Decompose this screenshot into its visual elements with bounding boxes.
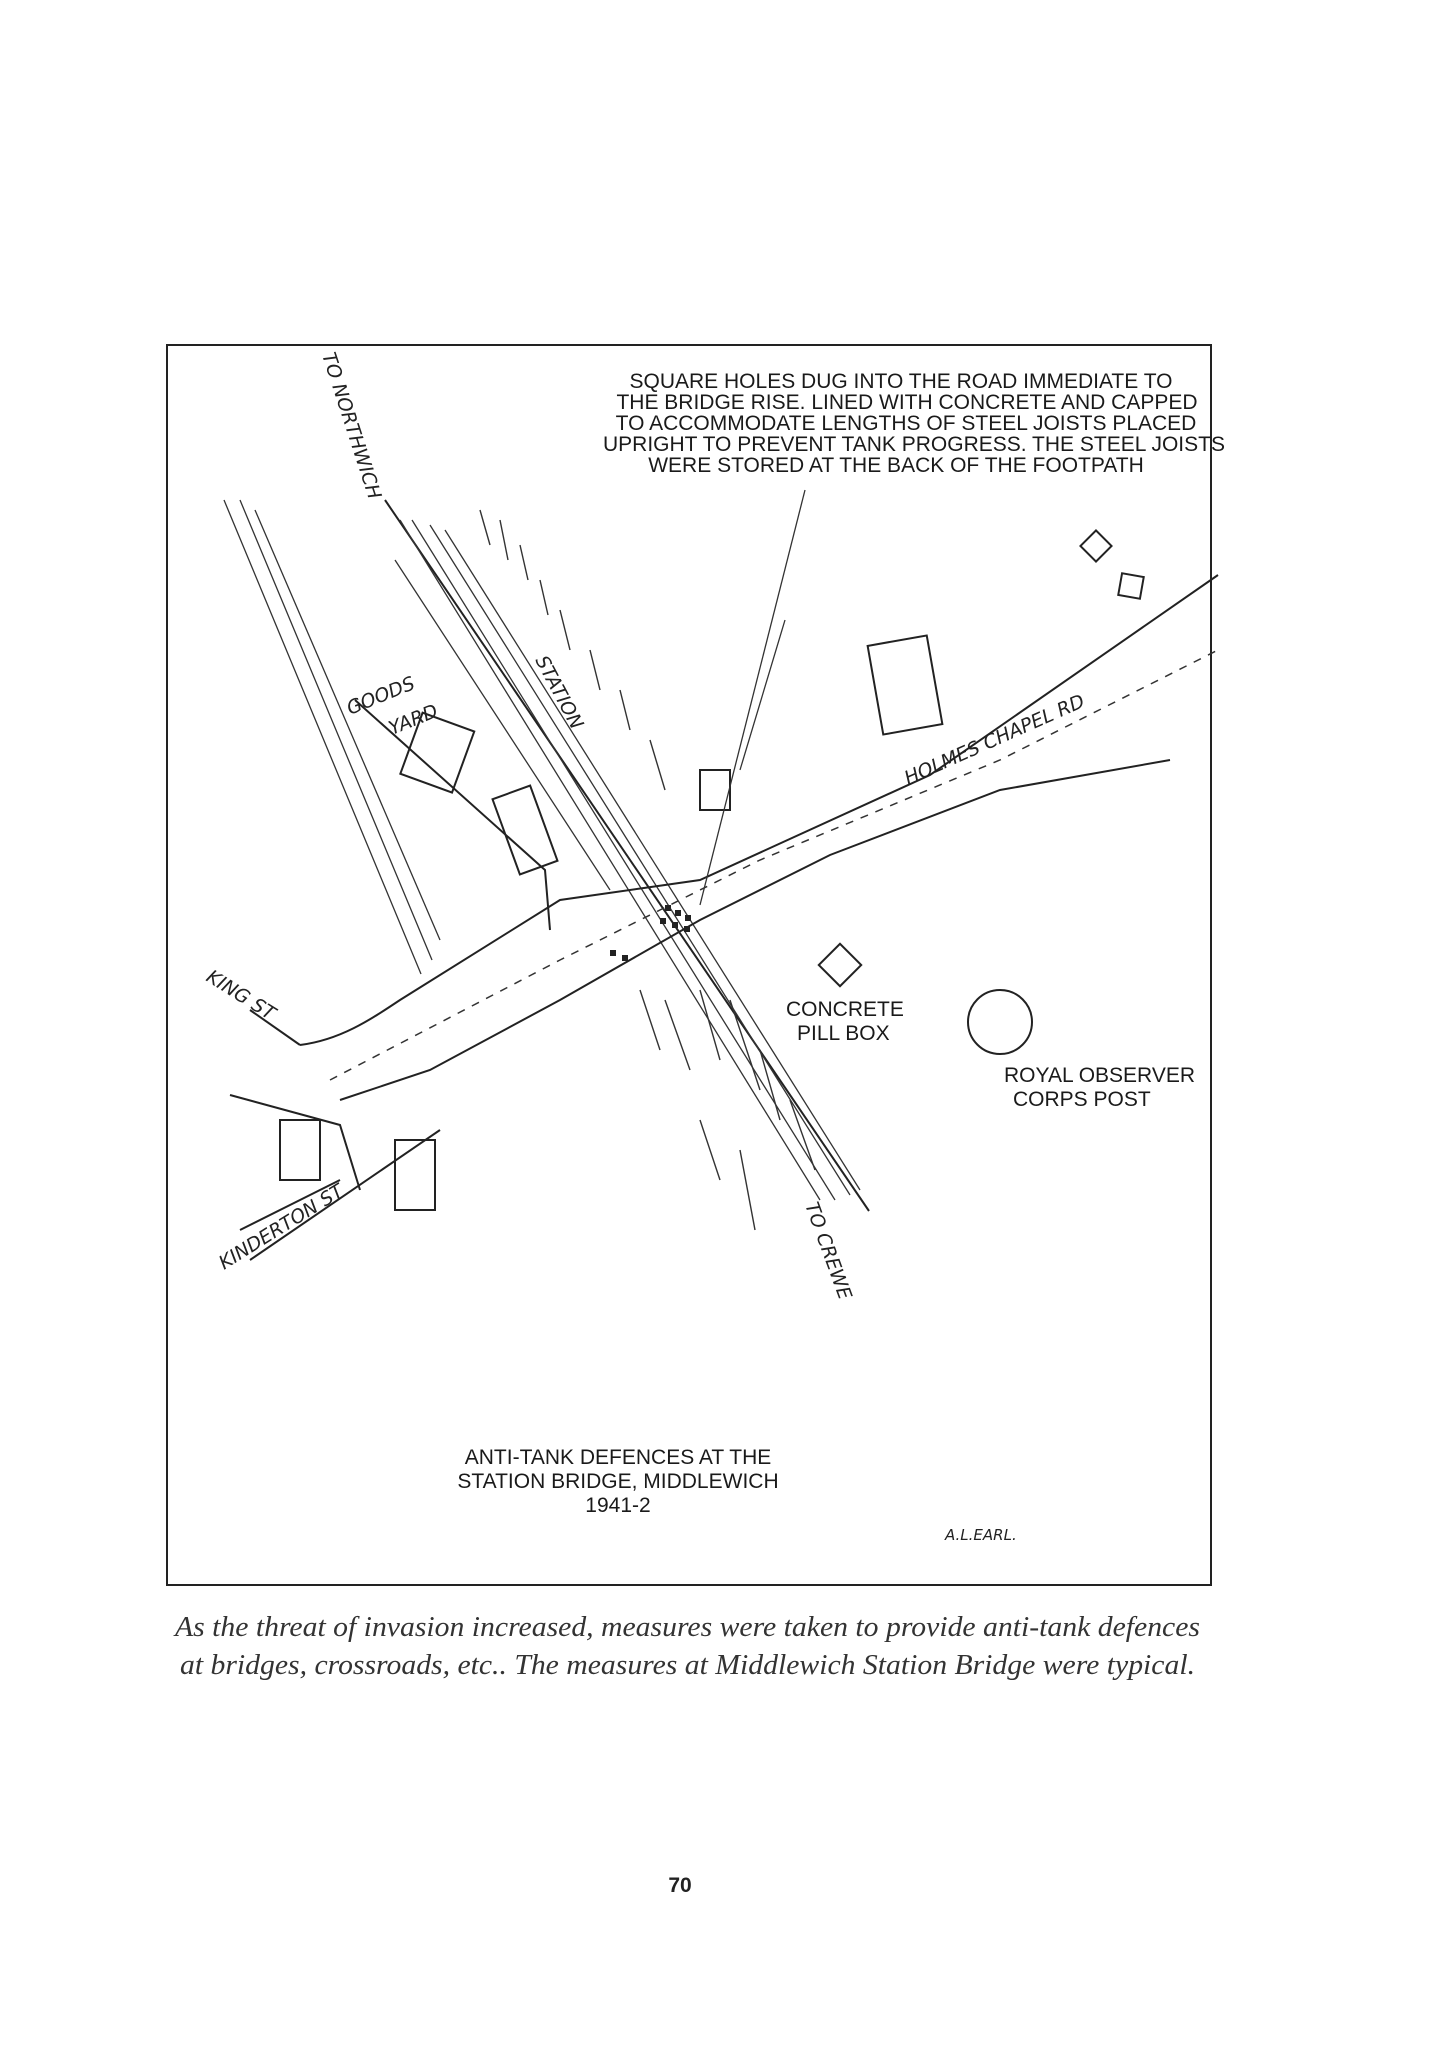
signature: A.L.EARL. xyxy=(944,1526,1017,1544)
title-line: 1941-2 xyxy=(585,1494,650,1517)
caption-line: As the threat of invasion increased, mea… xyxy=(173,1612,1200,1643)
square-holes xyxy=(610,905,691,961)
note-line: THE BRIDGE RISE. LINED WITH CONCRETE AND… xyxy=(616,391,1197,414)
note-line: UPRIGHT TO PREVENT TANK PROGRESS. THE ST… xyxy=(603,433,1225,456)
title-line: STATION BRIDGE, MIDDLEWICH xyxy=(457,1470,778,1493)
label-pill-box: PILL BOX xyxy=(797,1022,890,1045)
map-title: ANTI-TANK DEFENCES AT THE STATION BRIDGE… xyxy=(457,1446,778,1517)
label-to-northwich: TO NORTHWICH xyxy=(317,350,385,502)
caption-line: at bridges, crossroads, etc.. The measur… xyxy=(180,1650,1195,1681)
label-observer-post: ROYAL OBSERVER xyxy=(1004,1064,1195,1087)
note-line: TO ACCOMMODATE LENGTHS OF STEEL JOISTS P… xyxy=(616,412,1197,435)
label-kinderton-st: KINDERTON ST xyxy=(215,1179,349,1274)
label-to-crewe: TO CREWE xyxy=(800,1199,856,1302)
annotation-note: SQUARE HOLES DUG INTO THE ROAD IMMEDIATE… xyxy=(603,370,1225,477)
label-pill-box: CONCRETE xyxy=(786,998,904,1021)
map-frame xyxy=(166,344,1212,1586)
title-line: ANTI-TANK DEFENCES AT THE xyxy=(465,1446,772,1469)
label-station: STATION xyxy=(531,652,588,733)
map-drawing xyxy=(223,489,1219,1261)
label-king-st: KING ST xyxy=(202,966,280,1026)
label-observer-post: CORPS POST xyxy=(1013,1088,1151,1111)
label-holmes-chapel-rd: HOLMES CHAPEL RD xyxy=(901,690,1088,789)
pill-box-icon xyxy=(817,942,863,988)
observer-post-icon xyxy=(967,989,1033,1055)
note-line: SQUARE HOLES DUG INTO THE ROAD IMMEDIATE… xyxy=(630,370,1173,393)
note-line: WERE STORED AT THE BACK OF THE FOOTPATH xyxy=(648,454,1144,477)
label-yard: YARD xyxy=(386,700,441,739)
page-number: 70 xyxy=(668,1874,691,1897)
